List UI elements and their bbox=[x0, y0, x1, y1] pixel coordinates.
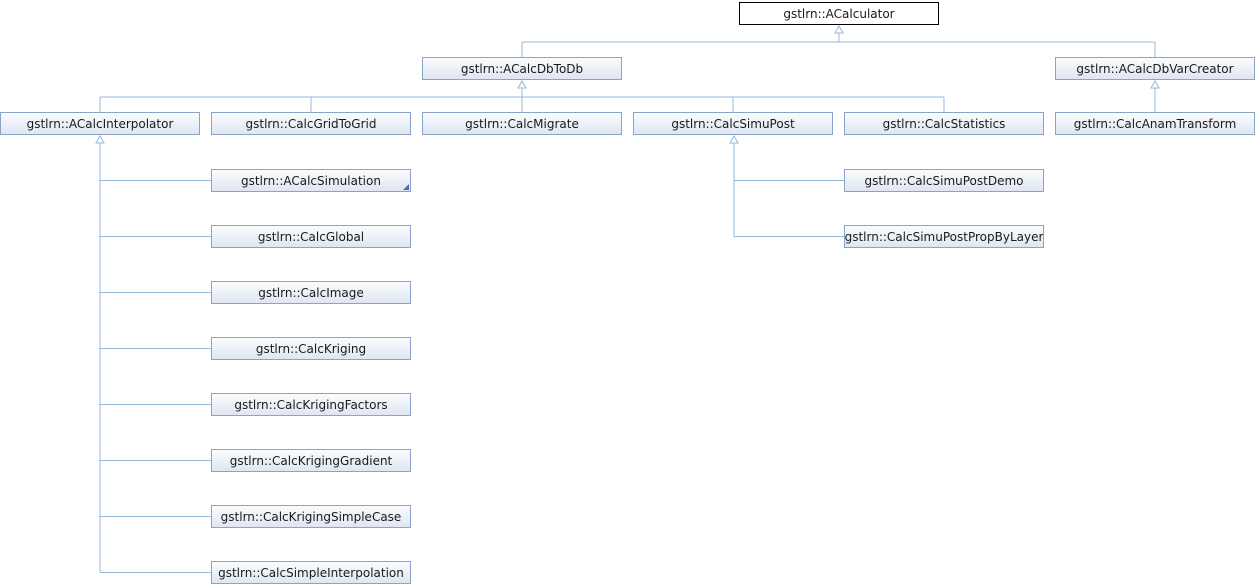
class-node-calcglobal[interactable]: gstlrn::CalcGlobal bbox=[211, 225, 411, 248]
class-node-calcsimupost[interactable]: gstlrn::CalcSimuPost bbox=[633, 112, 833, 135]
class-node-calckrigingsimplecase[interactable]: gstlrn::CalcKrigingSimpleCase bbox=[211, 505, 411, 528]
class-node-calcsimupostdemo[interactable]: gstlrn::CalcSimuPostDemo bbox=[844, 169, 1044, 192]
class-node-label: gstlrn::CalcSimpleInterpolation bbox=[218, 565, 404, 580]
class-node-label: gstlrn::ACalculator bbox=[783, 6, 895, 21]
class-node-calcgridtogrid[interactable]: gstlrn::CalcGridToGrid bbox=[211, 112, 411, 135]
class-node-calcmigrate[interactable]: gstlrn::CalcMigrate bbox=[422, 112, 622, 135]
class-node-label: gstlrn::CalcGridToGrid bbox=[245, 116, 377, 131]
class-node-label: gstlrn::CalcAnamTransform bbox=[1073, 116, 1237, 131]
class-node-label: gstlrn::CalcKriging bbox=[255, 341, 367, 356]
class-node-calcsimpleinterpolation[interactable]: gstlrn::CalcSimpleInterpolation bbox=[211, 561, 411, 584]
class-node-label: gstlrn::CalcSimuPostPropByLayer bbox=[844, 229, 1044, 244]
class-node-label: gstlrn::CalcSimuPost bbox=[671, 116, 795, 131]
class-node-label: gstlrn::ACalcDbVarCreator bbox=[1076, 61, 1234, 76]
inheritance-arrow-acalcdbvarcreator bbox=[1150, 79, 1160, 89]
more-subclasses-icon bbox=[403, 184, 409, 190]
class-node-label: gstlrn::CalcKrigingSimpleCase bbox=[220, 509, 402, 524]
class-node-label: gstlrn::ACalcInterpolator bbox=[26, 116, 174, 131]
class-node-label: gstlrn::CalcMigrate bbox=[465, 116, 579, 131]
class-node-label: gstlrn::CalcImage bbox=[258, 285, 364, 300]
class-node-calcimage[interactable]: gstlrn::CalcImage bbox=[211, 281, 411, 304]
inheritance-arrow-acalcdbtodb bbox=[517, 79, 527, 89]
class-node-calckriging[interactable]: gstlrn::CalcKriging bbox=[211, 337, 411, 360]
class-node-label: gstlrn::CalcKrigingGradient bbox=[229, 453, 393, 468]
class-node-acalcinterpolator[interactable]: gstlrn::ACalcInterpolator bbox=[0, 112, 200, 135]
class-node-label: gstlrn::CalcStatistics bbox=[882, 116, 1006, 131]
class-node-calckrigingfactors[interactable]: gstlrn::CalcKrigingFactors bbox=[211, 393, 411, 416]
class-node-label: gstlrn::CalcSimuPostDemo bbox=[864, 173, 1024, 188]
class-node-acalculator[interactable]: gstlrn::ACalculator bbox=[739, 2, 939, 25]
class-node-calcsimupostpropbylayer[interactable]: gstlrn::CalcSimuPostPropByLayer bbox=[844, 225, 1044, 248]
class-node-label: gstlrn::ACalcDbToDb bbox=[460, 61, 584, 76]
class-node-calcstatistics[interactable]: gstlrn::CalcStatistics bbox=[844, 112, 1044, 135]
class-node-acalcsimulation[interactable]: gstlrn::ACalcSimulation bbox=[211, 169, 411, 192]
class-node-label: gstlrn::CalcKrigingFactors bbox=[234, 397, 388, 412]
class-node-acalcdbvarcreator[interactable]: gstlrn::ACalcDbVarCreator bbox=[1055, 57, 1255, 80]
class-node-calcanamtransform[interactable]: gstlrn::CalcAnamTransform bbox=[1055, 112, 1255, 135]
class-node-label: gstlrn::CalcGlobal bbox=[257, 229, 365, 244]
inheritance-arrow-calcsimupost bbox=[729, 134, 739, 144]
class-node-calckriginggradient[interactable]: gstlrn::CalcKrigingGradient bbox=[211, 449, 411, 472]
class-node-acalcdbtodb[interactable]: gstlrn::ACalcDbToDb bbox=[422, 57, 622, 80]
inheritance-arrow-acalculator bbox=[834, 24, 844, 34]
inheritance-arrow-acalcinterpolator bbox=[95, 134, 105, 144]
class-node-label: gstlrn::ACalcSimulation bbox=[241, 173, 381, 188]
